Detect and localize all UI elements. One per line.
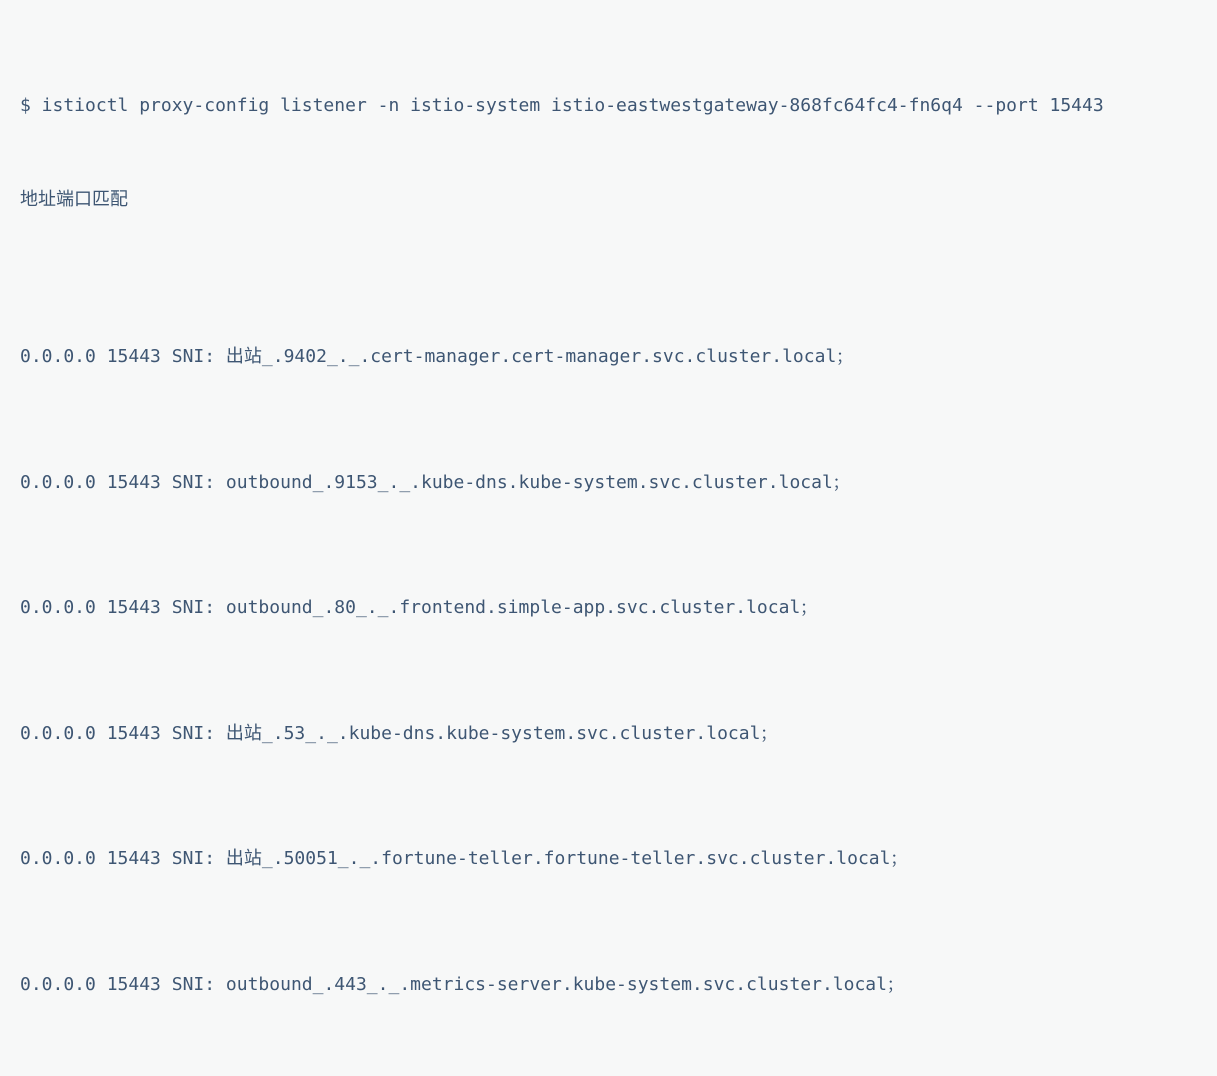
- listener-port: 15443: [106, 597, 172, 619]
- sni-label: SNI:: [171, 471, 226, 493]
- sni-value: 出站_.53_._.kube-dns.kube-system.svc.clust…: [225, 722, 761, 744]
- listener-lines: 0.0.0.0 15443 SNI: 出站_.9402_._.cert-mana…: [20, 278, 1203, 1076]
- listener-line: 0.0.0.0 15443 SNI: 出站_.53_._.kube-dns.ku…: [20, 718, 1203, 749]
- sni-label: SNI:: [171, 722, 226, 744]
- listener-line: 0.0.0.0 15443 SNI: 出站_.9402_._.cert-mana…: [20, 341, 1203, 372]
- listener-line: 0.0.0.0 15443 SNI: outbound_.9153_._.kub…: [20, 467, 1203, 498]
- listener-port: 15443: [106, 722, 172, 744]
- listener-line: 0.0.0.0 15443 SNI: outbound_.80_._.front…: [20, 592, 1203, 623]
- listener-line: 0.0.0.0 15443 SNI: outbound_.443_._.metr…: [20, 969, 1203, 1000]
- listener-address: 0.0.0.0: [20, 722, 107, 744]
- line-terminator: ；: [890, 850, 906, 869]
- listener-port: 15443: [106, 848, 172, 870]
- listener-line: 0.0.0.0 15443 SNI: 出站_.50051_._.fortune-…: [20, 843, 1203, 874]
- listener-port: 15443: [106, 471, 172, 493]
- sni-value: outbound_.9153_._.kube-dns.kube-system.s…: [225, 471, 833, 493]
- sni-value: outbound_.443_._.metrics-server.kube-sys…: [225, 974, 887, 996]
- listener-port: 15443: [106, 974, 172, 996]
- sni-label: SNI:: [171, 848, 226, 870]
- sni-value: 出站_.9402_._.cert-manager.cert-manager.sv…: [225, 346, 837, 368]
- listener-address: 0.0.0.0: [20, 346, 107, 368]
- terminal-code-block: $ istioctl proxy-config listener -n isti…: [20, 94, 1104, 995]
- listener-address: 0.0.0.0: [20, 597, 107, 619]
- sni-label: SNI:: [171, 974, 226, 996]
- sni-value: 出站_.50051_._.fortune-teller.fortune-tell…: [225, 848, 891, 870]
- line-terminator: ；: [800, 599, 816, 618]
- command-line: $ istioctl proxy-config listener -n isti…: [20, 94, 1104, 116]
- line-terminator: ；: [886, 976, 902, 995]
- line-terminator: ；: [760, 724, 776, 743]
- columns-header: 地址端口匹配: [20, 189, 128, 211]
- sni-label: SNI:: [171, 597, 226, 619]
- sni-label: SNI:: [171, 346, 226, 368]
- line-terminator: ；: [836, 348, 852, 367]
- listener-address: 0.0.0.0: [20, 974, 107, 996]
- listener-port: 15443: [106, 346, 172, 368]
- listener-address: 0.0.0.0: [20, 471, 107, 493]
- line-terminator: ；: [832, 473, 848, 492]
- sni-value: outbound_.80_._.frontend.simple-app.svc.…: [225, 597, 801, 619]
- listener-address: 0.0.0.0: [20, 848, 107, 870]
